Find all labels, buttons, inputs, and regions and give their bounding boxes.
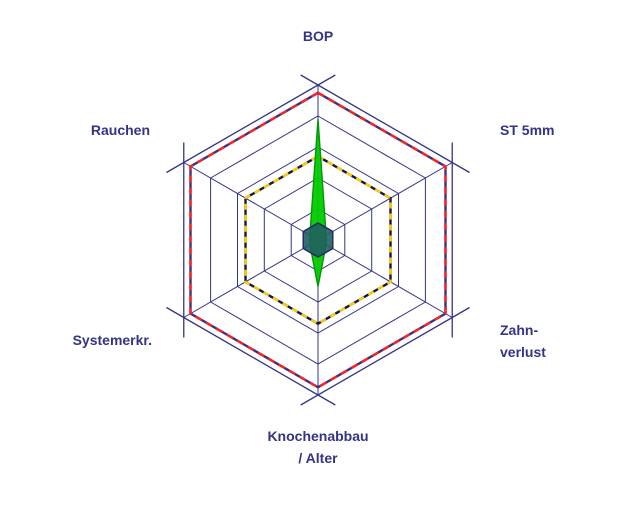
axis-label-zahnverlust: Zahn- verlust <box>500 322 546 360</box>
axis-label-rauchen: Rauchen <box>90 122 150 138</box>
axis-label-knochenabbau: Knochenabbau / Alter <box>267 428 369 466</box>
axis-label-st-5mm: ST 5mm <box>500 122 555 138</box>
axis-label-systemerkr: Systemerkr. <box>72 332 152 348</box>
axis-label-bop: BOP <box>302 28 334 44</box>
